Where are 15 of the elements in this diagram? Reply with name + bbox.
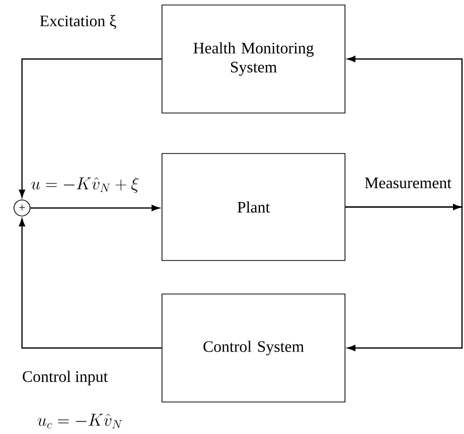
arrowhead (453, 204, 461, 210)
block-box: Control System (162, 294, 346, 402)
formula-label: $u_c=-K\hat{v}_N$ (38, 414, 122, 428)
arrow (30, 204, 160, 212)
edge-label: Measurement (364, 178, 452, 188)
edge-label: Control input (22, 370, 108, 386)
block-box: Health Monitoring System (162, 4, 346, 114)
arrow (345, 56, 463, 208)
arrow (345, 206, 463, 352)
arrow (18, 58, 162, 198)
arrow (18, 218, 162, 349)
block-box: Plant (162, 153, 346, 261)
summing-junction: + (14, 200, 30, 216)
edge-label: Excitation ξ (40, 15, 116, 29)
edge-label: $u=-K\hat{v}_N+\xi$ (31, 177, 139, 193)
